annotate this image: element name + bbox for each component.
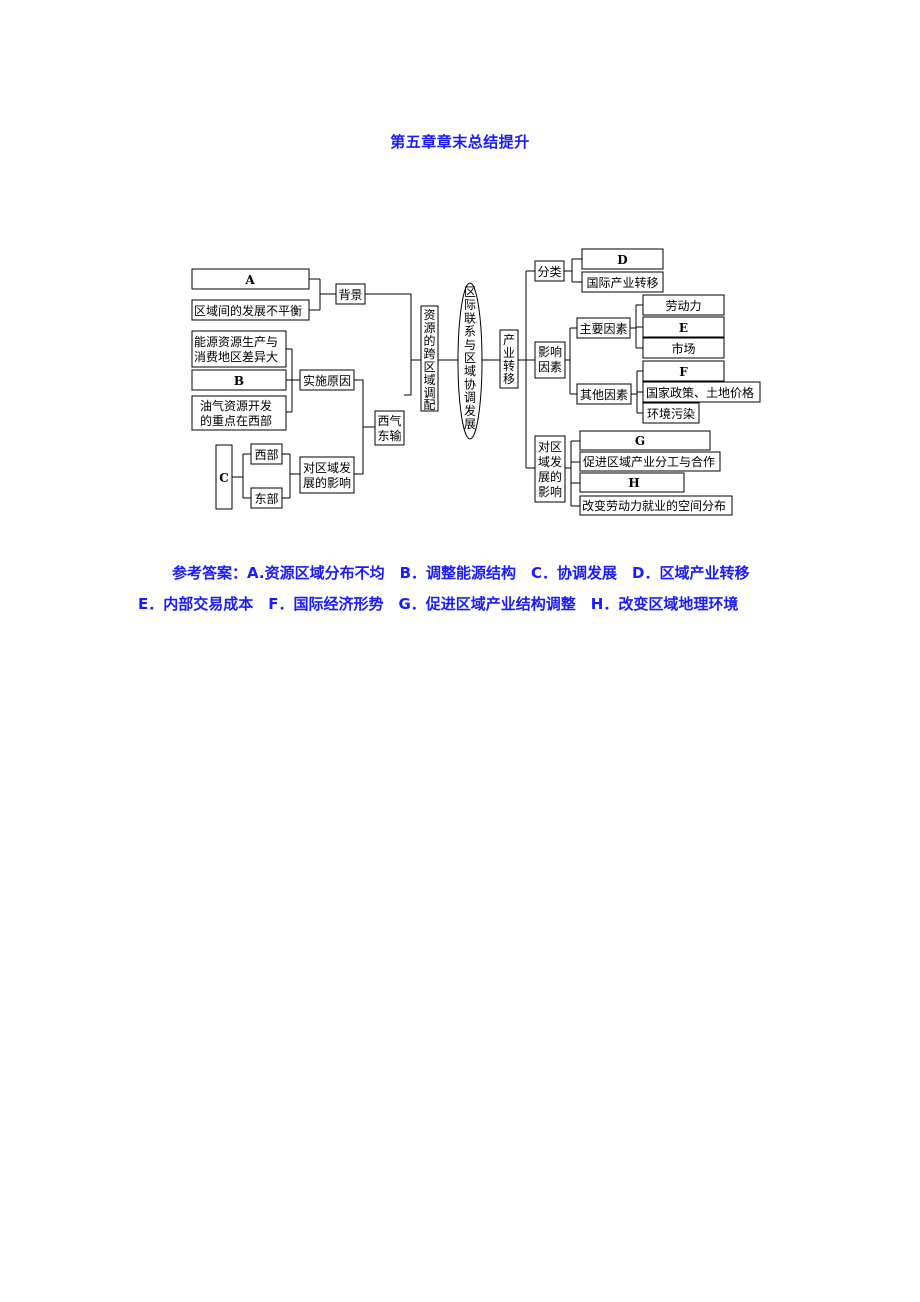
node-dev-impact: 对区 域发 展的 影响 (534, 435, 566, 503)
node-H: H (579, 472, 685, 493)
center-char: 域 (464, 364, 476, 378)
center-char: 调 (464, 391, 476, 405)
svg-text:跨: 跨 (423, 347, 435, 361)
center-char: 区 (464, 285, 476, 299)
svg-text:主要因素: 主要因素 (579, 322, 627, 336)
node-main-factors: 主要因素 (576, 317, 631, 339)
node-pollution: 环境污染 (642, 402, 700, 424)
svg-text:消费地区差异大: 消费地区差异大 (194, 350, 278, 364)
svg-text:产: 产 (503, 333, 515, 347)
node-imbalance: 区域间的发展不平衡 (191, 299, 310, 321)
center-char: 系 (464, 325, 476, 339)
node-labor: 劳动力 (642, 294, 725, 316)
svg-text:东部: 东部 (254, 491, 278, 506)
svg-text:资: 资 (423, 308, 435, 322)
node-classify: 分类 (534, 260, 565, 282)
svg-text:环境污染: 环境污染 (647, 406, 695, 421)
svg-text:移: 移 (503, 372, 515, 386)
center-char: 展 (464, 417, 476, 431)
svg-text:B: B (234, 374, 244, 388)
svg-text:东输: 东输 (377, 428, 401, 443)
node-impact: 对区域发 展的影响 (299, 456, 355, 494)
svg-text:的重点在西部: 的重点在西部 (200, 413, 272, 428)
svg-text:改变劳动力就业的空间分布: 改变劳动力就业的空间分布 (582, 498, 726, 513)
answer-line-1: 参考答案：A.资源区域分布不均 B．调整能源结构 C．协调发展 D．区域产业转移 (172, 564, 750, 582)
node-market: 市场 (642, 337, 725, 359)
node-east: 东部 (250, 487, 283, 509)
center-char: 协 (464, 376, 476, 391)
svg-text:其他因素: 其他因素 (580, 388, 628, 402)
center-char: 发 (464, 403, 476, 418)
svg-text:油气资源开发: 油气资源开发 (200, 398, 272, 413)
svg-text:G: G (635, 434, 645, 448)
svg-text:分类: 分类 (537, 265, 561, 279)
node-background: 背景 (335, 283, 366, 305)
svg-text:C: C (219, 471, 229, 485)
page-title: 第五章章末总结提升 (390, 133, 530, 151)
node-factors: 影响 因素 (534, 341, 566, 379)
svg-text:市场: 市场 (671, 341, 695, 356)
center-char: 联 (464, 311, 476, 325)
center-char: 区 (464, 351, 476, 365)
center-char: 际 (464, 298, 476, 312)
svg-text:E: E (679, 321, 688, 335)
svg-text:西部: 西部 (254, 447, 278, 462)
node-F: F (642, 360, 725, 382)
svg-text:对区域发: 对区域发 (303, 460, 351, 475)
svg-text:展的: 展的 (538, 469, 562, 484)
connector-lines (232, 258, 643, 507)
node-E: E (642, 316, 725, 338)
svg-text:劳动力: 劳动力 (665, 299, 701, 313)
node-intl-transfer: 国际产业转移 (581, 271, 664, 293)
svg-text:域发: 域发 (538, 454, 562, 469)
node-oil-gas: 油气资源开发 的重点在西部 (191, 395, 287, 431)
node-other-factors: 其他因素 (576, 383, 632, 405)
node-B: B (191, 369, 287, 391)
node-labor-dist: 改变劳动力就业的空间分布 (579, 495, 733, 516)
svg-text:转: 转 (503, 358, 515, 373)
node-industry-transfer: 产 业 转 移 (499, 329, 519, 389)
node-policy-land: 国家政策、土地价格 (642, 381, 761, 403)
svg-text:调: 调 (423, 386, 435, 400)
node-resource-allocation: 资 源 的 跨 区 域 调 配 (420, 305, 439, 412)
node-C: C (215, 444, 233, 510)
svg-text:促进区域产业分工与合作: 促进区域产业分工与合作 (583, 454, 715, 469)
svg-text:背景: 背景 (338, 288, 362, 302)
node-G: G (579, 430, 711, 451)
svg-text:影响: 影响 (538, 484, 562, 499)
svg-text:F: F (679, 365, 688, 379)
svg-text:配: 配 (423, 398, 435, 412)
svg-text:对区: 对区 (538, 440, 562, 454)
svg-text:区: 区 (423, 360, 435, 374)
svg-text:实施原因: 实施原因 (303, 373, 351, 388)
svg-text:域: 域 (423, 373, 435, 387)
node-xiqi-dongshu: 西气 东输 (374, 410, 405, 446)
svg-text:的: 的 (423, 333, 435, 348)
svg-text:源: 源 (423, 321, 435, 335)
svg-text:业: 业 (503, 346, 515, 360)
svg-text:H: H (628, 476, 639, 490)
svg-text:影响: 影响 (538, 344, 562, 359)
node-energy-diff: 能源资源生产与 消费地区差异大 (191, 330, 287, 368)
svg-text:西气: 西气 (377, 413, 401, 428)
center-char: 与 (464, 338, 476, 352)
svg-text:能源资源生产与: 能源资源生产与 (194, 335, 278, 349)
svg-text:A: A (244, 273, 255, 287)
svg-text:展的影响: 展的影响 (303, 475, 351, 490)
svg-text:区域间的发展不平衡: 区域间的发展不平衡 (194, 303, 302, 318)
svg-text:D: D (617, 253, 627, 267)
node-A: A (191, 268, 310, 290)
svg-text:国家政策、土地价格: 国家政策、土地价格 (646, 385, 754, 400)
svg-text:因素: 因素 (538, 360, 562, 374)
node-promote: 促进区域产业分工与合作 (579, 451, 721, 472)
svg-text:国际产业转移: 国际产业转移 (586, 275, 658, 290)
answer-line-2: E．内部交易成本 F．国际经济形势 G．促进区域产业结构调整 H．改变区域地理环… (138, 595, 739, 613)
node-reasons: 实施原因 (299, 369, 355, 391)
node-west: 西部 (250, 443, 283, 465)
node-D: D (581, 248, 664, 270)
